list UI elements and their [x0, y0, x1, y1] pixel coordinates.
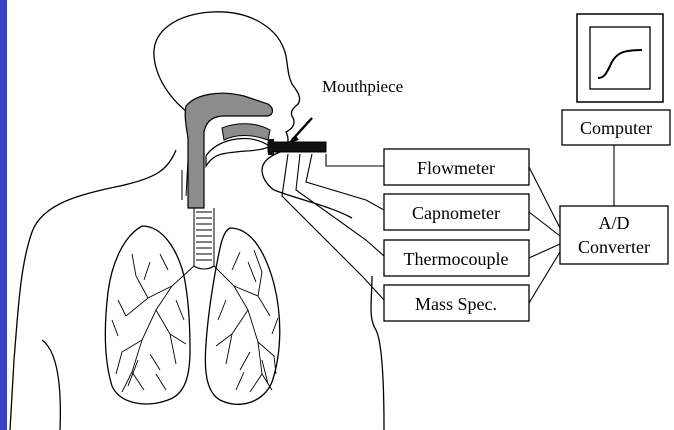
instrument-boxes: Flowmeter Capnometer Thermocouple Mass S…: [384, 149, 529, 321]
thermocouple-label: Thermocouple: [404, 249, 509, 269]
flowmeter-label: Flowmeter: [417, 158, 495, 178]
capnometer-label: Capnometer: [412, 203, 500, 223]
right-lung: [205, 228, 279, 404]
mass-spec-label: Mass Spec.: [415, 294, 497, 314]
airway: [182, 93, 273, 208]
computer-label: Computer: [580, 118, 652, 138]
left-lung: [105, 226, 190, 404]
ad-converter-line2: Converter: [578, 237, 650, 257]
converter-links: [529, 167, 560, 303]
trachea: [194, 208, 214, 266]
sampling-lines: [282, 154, 384, 300]
ad-converter-line1: A/D: [599, 213, 630, 233]
mouthpiece-icon: [268, 118, 326, 155]
mouthpiece-label: Mouthpiece: [322, 77, 403, 96]
monitor-icon: [577, 14, 663, 102]
human-torso-icon: [10, 12, 384, 430]
lungs-icon: [105, 226, 279, 404]
